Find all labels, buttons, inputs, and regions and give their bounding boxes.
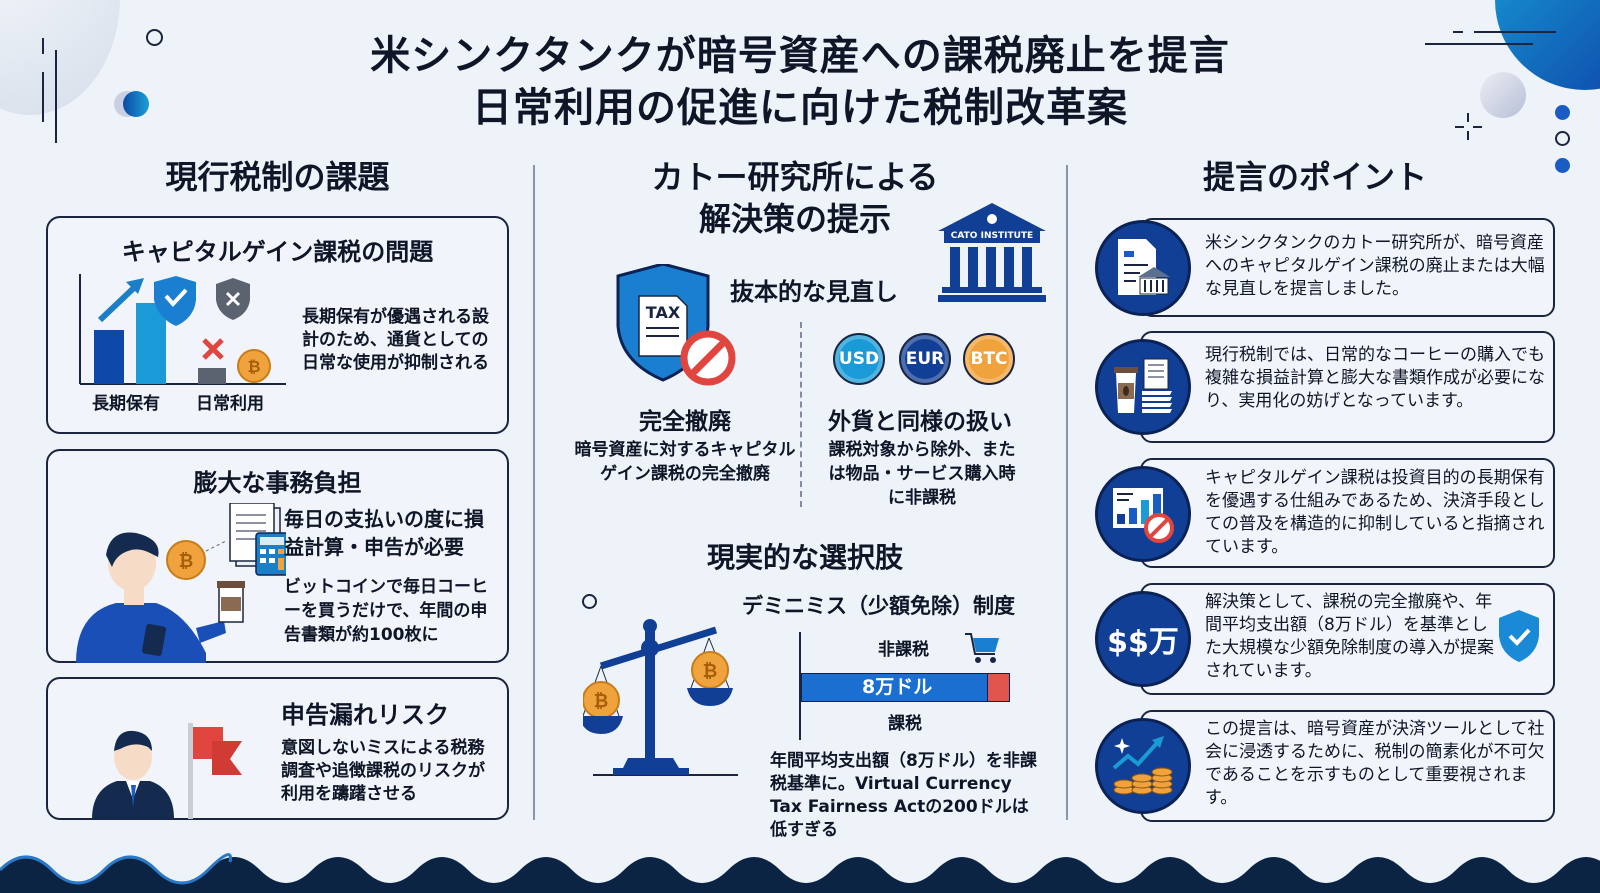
threshold-axis [799,632,801,740]
title-line-2: 日常利用の促進に向けた税制改革案 [472,85,1128,131]
admin-burden-card: 膨大な事務負担 ₿ 毎日の支払いの度に損益計算・申告が必要 ビットコインで毎日コ… [46,449,509,663]
de-minimis-subtitle: デミニミス（少額免除）制度 [742,594,1015,618]
footer-wave-band [0,853,1600,893]
decor-line [42,38,44,54]
burden-text-1: 毎日の支払いの度に損益計算・申告が必要 [284,507,484,559]
point-icon-circle [1095,339,1191,435]
decor-line [42,72,44,122]
dollar-man-icon: $$万 [1107,625,1179,660]
decor-dot-blue [1555,158,1570,173]
point-icon-circle [1095,466,1191,562]
option-full-repeal-title: 完全撤廃 [639,409,731,435]
point-text: 解決策として、課税の完全撤廃や、年間平均支出額（8万ドル）を基準とした大規模な少… [1205,592,1494,681]
threshold-bar [801,673,988,702]
section-title-realistic-option: 現実的な選択肢 [706,541,903,574]
growth-coins-icon [1112,736,1173,795]
decor-line [1425,43,1533,45]
threshold-value-label: 8万ドル [862,676,933,698]
de-minimis-text: 年間平均支出額（8万ドル）を非課税基準に。Virtual Currency Ta… [770,751,1037,840]
chart-label-daily-use: 日常利用 [196,394,264,414]
holding-comparison-chart-icon: ₿ [79,274,286,385]
shopping-cart-icon [965,633,999,663]
coin-usd: USD [833,333,885,385]
right-column-heading: 提言のポイント [1202,158,1427,196]
capital-gains-text: 長期保有が優遇される設計のため、通貨としての日常な使用が抑制される [302,307,489,373]
point-card [1140,331,1555,443]
decor-ring [1555,131,1570,146]
point-icon-circle [1095,718,1191,814]
decor-ring [582,594,597,609]
decor-ring [146,29,163,46]
point-text: この提言は、暗号資産が決済ツールとして社会に浸透するために、税制の簡素化が不可欠… [1205,719,1545,808]
point-icon-circle: $$万 [1095,591,1191,687]
decor-line [1453,31,1463,33]
title-line-1: 米シンクタンクが暗号資産への課税廃止を提言 [370,33,1230,79]
option-full-repeal-text: 暗号資産に対するキャピタルゲイン課税の完全撤廃 [574,440,796,484]
person-coffee-bitcoin-icon: ₿ [76,503,286,663]
card-title: 申告漏れリスク [281,701,449,729]
decor-gray-circle [1480,72,1526,118]
burden-text-2: ビットコインで毎日コーヒーを買うだけで、年間の申告書類が約100枚に [284,577,488,645]
point-card [1140,583,1555,695]
cato-institute-label: CATO INSTITUTE [950,231,1034,241]
middle-column-heading: カトー研究所による 解決策の提示 [590,156,1000,240]
document-bank-icon [1118,239,1170,295]
capital-gains-card: キャピタルゲイン課税の問題 ₿ 長期保有 日常利用 長期保有が優遇される設計のた… [46,216,509,434]
column-divider [533,165,535,820]
decor-dot-blue [1555,105,1570,120]
option-divider [800,322,802,507]
taxable-label: 課税 [888,714,922,734]
chart-label-long-term: 長期保有 [92,394,160,414]
svg-text:₿: ₿ [247,357,260,376]
option-foreign-currency-title: 外貨と同様の扱い [828,409,1012,435]
svg-text:₿: ₿ [594,691,609,712]
decor-line [1474,31,1556,33]
cato-institute-building-icon [938,203,1046,302]
point-card [1140,710,1555,822]
coin-eur: EUR [899,333,951,385]
coin-btc: BTC [963,333,1015,385]
middle-heading-line-2: 解決策の提示 [698,200,891,238]
balance-scale-bitcoin-icon: ₿ ₿ [583,619,738,776]
businessman-red-flag-icon [92,723,242,819]
filing-risk-card: 申告漏れリスク 意図しないミスによる税務調査や追徴課税のリスクが利用を躊躇させる [46,677,509,820]
svg-text:TAX: TAX [646,303,681,322]
tax-exempt-label: 非課税 [878,640,929,660]
filing-risk-text: 意図しないミスによる税務調査や追徴課税のリスクが利用を躊躇させる [281,738,485,804]
chart-prohibited-icon [1113,488,1174,543]
point-text: 現行税制では、日常的なコーヒーの購入でも複雑な損益計算と膨大な書類作成が必要にな… [1205,345,1545,411]
card-title: 膨大な事務負担 [193,469,362,497]
point-card [1140,218,1555,317]
decor-dot-blue [123,91,149,117]
section-title-radical-review: 抜本的な見直し [730,278,898,306]
point-text: 米シンクタンクのカトー研究所が、暗号資産へのキャピタルゲイン課税の廃止または大幅… [1205,233,1545,299]
point-card [1140,458,1555,568]
option-foreign-currency-text: 課税対象から除外、または物品・サービス購入時に非課税 [828,440,1016,508]
middle-heading-line-1: カトー研究所による [651,158,939,196]
left-column-heading: 現行税制の課題 [165,158,390,196]
column-divider [1066,165,1068,820]
svg-text:₿: ₿ [703,661,718,682]
point-icon-circle [1095,220,1191,316]
shield-check-icon [1499,610,1539,662]
card-title: キャピタルゲイン課税の問題 [121,238,434,266]
page-title: 米シンクタンクが暗号資産への課税廃止を提言 日常利用の促進に向けた税制改革案 [0,30,1600,134]
tax-shield-prohibited-icon: TAX [616,264,736,386]
coffee-papers-icon [1114,358,1172,413]
decor-crosshair [1455,126,1483,128]
threshold-bar-excess [987,673,1010,702]
svg-text:₿: ₿ [179,551,194,572]
decor-line [55,50,57,143]
point-text: キャピタルゲイン課税は投資目的の長期保有を優遇する仕組みであるため、決済手段とし… [1205,468,1545,557]
